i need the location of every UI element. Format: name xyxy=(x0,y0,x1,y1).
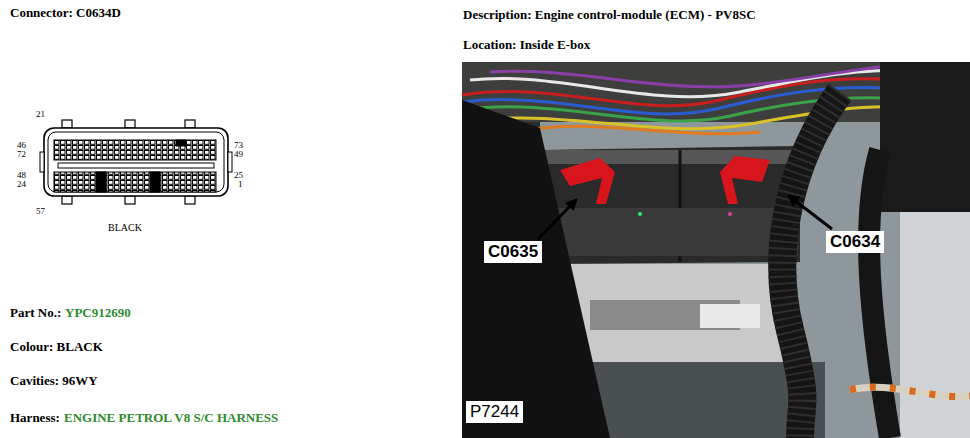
foreground-panel xyxy=(462,100,610,438)
wire xyxy=(530,126,760,133)
relay-block xyxy=(880,62,970,212)
ecm-housing xyxy=(565,264,795,362)
heading-text: Location: Inside E-box xyxy=(463,38,590,52)
key-notch xyxy=(228,152,232,172)
conduit-ribs xyxy=(782,92,840,438)
spec-label: Harness: xyxy=(10,411,60,425)
photo-id: P7244 xyxy=(466,401,523,423)
latch-tab xyxy=(62,196,72,204)
indicator xyxy=(728,212,732,216)
heading-text: Connector: C0634D xyxy=(10,6,121,20)
centre-bar xyxy=(58,163,214,168)
cable xyxy=(850,387,970,396)
connector-rim xyxy=(48,132,224,192)
locking-lever xyxy=(720,156,770,204)
photo-ground xyxy=(462,62,970,438)
cable-stripe xyxy=(850,387,970,396)
connector-front xyxy=(548,208,798,256)
spec-label: Part No.: xyxy=(10,306,61,320)
indicator xyxy=(638,212,642,216)
large-cavity xyxy=(96,172,106,192)
locking-lever xyxy=(560,158,615,204)
colour-caption: BLACK xyxy=(108,223,142,234)
large-cavity xyxy=(150,172,160,192)
pin-number: 49 xyxy=(234,150,243,159)
latch-tab xyxy=(125,196,135,204)
spec-label: Colour: BLACK xyxy=(10,340,103,354)
ecm-label xyxy=(700,304,760,328)
harness-name: ENGINE PETROL V8 S/C HARNESS xyxy=(64,411,278,425)
callout-label: C0634 xyxy=(826,231,884,253)
leader-arrow xyxy=(538,200,576,239)
ecm-connector-block xyxy=(540,146,800,264)
heading-text: Description: Engine control-module (ECM)… xyxy=(463,8,756,22)
part-number: YPC912690 xyxy=(65,306,131,320)
latch-tab xyxy=(185,196,195,204)
latch-tab xyxy=(125,120,135,128)
cavity-row xyxy=(54,172,216,192)
photo xyxy=(462,62,970,438)
conduit xyxy=(869,150,890,438)
connector-face xyxy=(40,120,232,204)
latch-tab xyxy=(185,120,195,128)
key-notch xyxy=(40,152,44,172)
conduit xyxy=(782,92,840,438)
pin-number: 1 xyxy=(238,180,243,189)
leader-arrow xyxy=(789,196,832,229)
callout-label: C0635 xyxy=(484,241,542,263)
connector-body xyxy=(44,128,228,196)
pin-number: 57 xyxy=(36,207,45,216)
large-cavity xyxy=(176,140,186,146)
spec-label: Cavities: 96WY xyxy=(10,374,98,388)
pin-number: 72 xyxy=(17,150,26,159)
pin-number: 21 xyxy=(36,110,45,119)
pin-number: 24 xyxy=(17,180,26,189)
latch-tab xyxy=(62,120,72,128)
side-panel xyxy=(900,212,970,438)
cavity-row xyxy=(54,140,216,160)
